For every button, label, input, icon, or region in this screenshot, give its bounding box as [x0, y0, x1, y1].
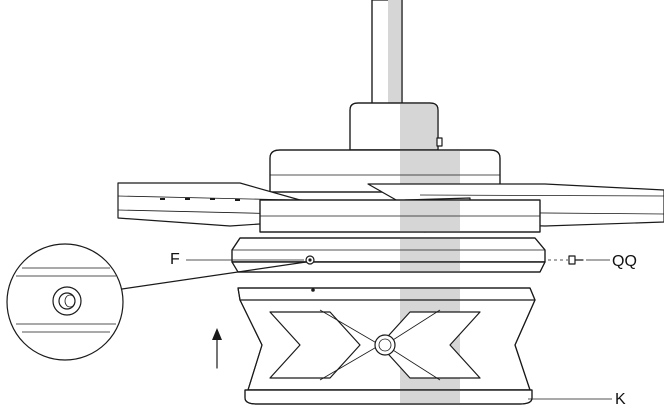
label-qq: QQ [612, 253, 637, 270]
switch-housing-ring [231, 237, 546, 273]
up-arrow-icon [212, 328, 222, 369]
light-kit-cage [237, 287, 536, 405]
leader-detail [121, 261, 307, 290]
blade-arm-ring [259, 199, 541, 233]
label-k: K [615, 391, 626, 408]
magnifier-detail-icon [6, 243, 124, 361]
screw-icon [548, 255, 584, 265]
callout-lines [121, 259, 612, 400]
motor-housing [269, 149, 501, 193]
label-f: F [170, 251, 180, 268]
motor-collar [349, 102, 443, 151]
downrod [371, 0, 403, 106]
